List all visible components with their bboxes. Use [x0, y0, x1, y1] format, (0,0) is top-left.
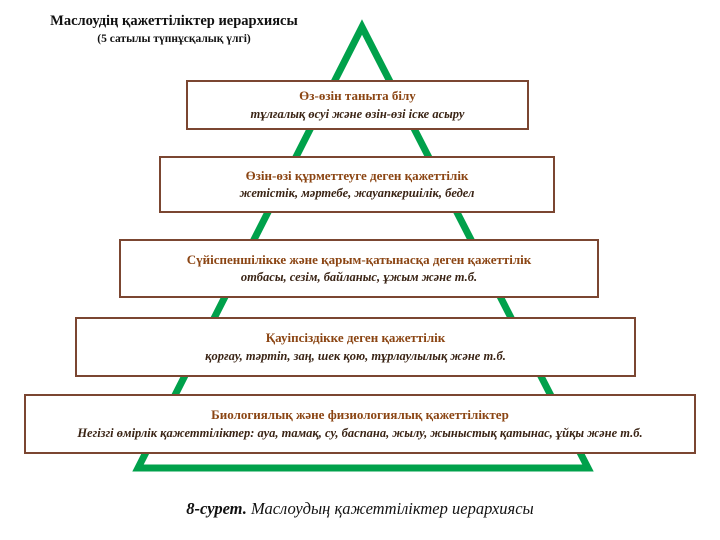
pyramid-level-safety: Қауіпсіздікке деген қажеттілік қорғау, т…: [75, 317, 636, 377]
pyramid-level-love-belonging: Сүйіспеншілікке және қарым-қатынасқа дег…: [119, 239, 599, 298]
diagram-title-line1: Маслоудің қажеттіліктер иерархиясы: [50, 13, 298, 29]
level-heading: Биологиялық және физиологиялық қажеттілі…: [211, 407, 509, 423]
level-detail: тұлғалық өсуі және өзін-өзі іске асыру: [250, 106, 465, 121]
figure-caption: 8-сурет. Маслоудың қажеттіліктер иерархи…: [0, 499, 720, 519]
diagram-title-line2: (5 сатылы түпнұсқалық үлгі): [97, 33, 251, 46]
level-heading: Қауіпсіздікке деген қажеттілік: [265, 330, 446, 346]
level-detail: отбасы, сезім, байланыс, ұжым және т.б.: [240, 270, 478, 285]
level-detail: қорғау, тәртіп, заң, шек қою, тұрлаулылы…: [205, 348, 506, 363]
level-heading: Сүйіспеншілікке және қарым-қатынасқа дег…: [186, 251, 532, 267]
figure-caption-text: Маслоудың қажеттіліктер иерархиясы: [246, 499, 534, 518]
pyramid-level-physiological: Биологиялық және физиологиялық қажеттілі…: [24, 394, 696, 454]
diagram-title: Маслоудің қажеттіліктер иерархиясы (5 са…: [28, 12, 320, 47]
level-heading: Өз-өзін таныта білу: [299, 88, 416, 104]
level-detail: Негізгі өмірлік қажеттіліктер: ауа, тама…: [77, 425, 643, 440]
pyramid-level-esteem: Өзін-өзі құрметтеуге деген қажеттілік же…: [159, 156, 555, 213]
level-heading: Өзін-өзі құрметтеуге деген қажеттілік: [245, 167, 469, 183]
figure-caption-label: 8-сурет.: [186, 499, 247, 518]
pyramid-level-self-actualization: Өз-өзін таныта білу тұлғалық өсуі және ө…: [186, 80, 529, 130]
level-detail: жетістік, мәртебе, жауапкершілік, бедел: [239, 186, 475, 201]
